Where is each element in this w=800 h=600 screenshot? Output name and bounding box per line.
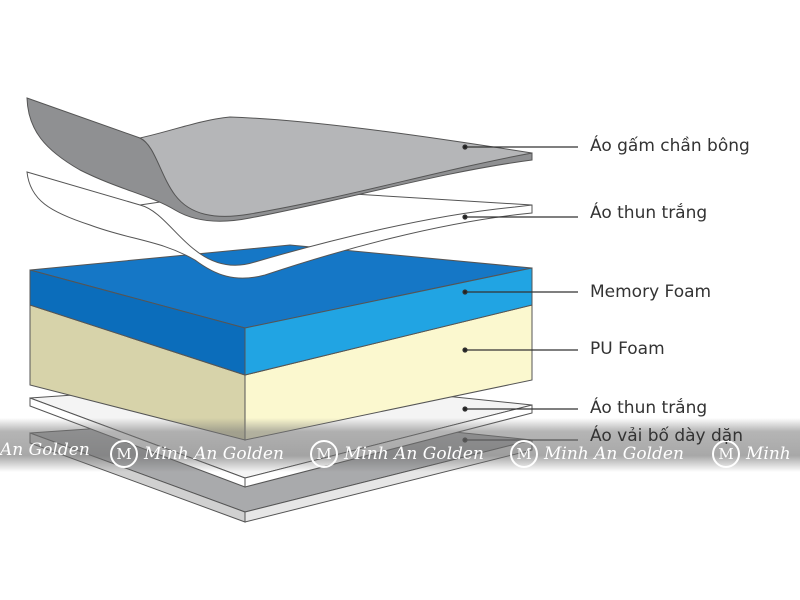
layer-label-memory-foam: Memory Foam [590,282,712,302]
logo-icon: M [110,440,138,468]
layer-label-canvas-fabric: Áo vải bố dày dặn [590,426,743,446]
logo-icon: M [712,440,740,468]
logo-icon: M [310,440,338,468]
layer-label-pu-foam: PU Foam [590,339,665,359]
layer-label-quilted-cover: Áo gấm chần bông [590,136,750,156]
top-quilted-cover [26,97,533,222]
layer-label-white-knit-top: Áo thun trắng [590,203,708,223]
layer-label-white-knit-bottom: Áo thun trắng [590,398,708,418]
logo-icon: M [510,440,538,468]
memory-foam-block [29,244,533,376]
watermark-text: An Golden [0,440,90,460]
